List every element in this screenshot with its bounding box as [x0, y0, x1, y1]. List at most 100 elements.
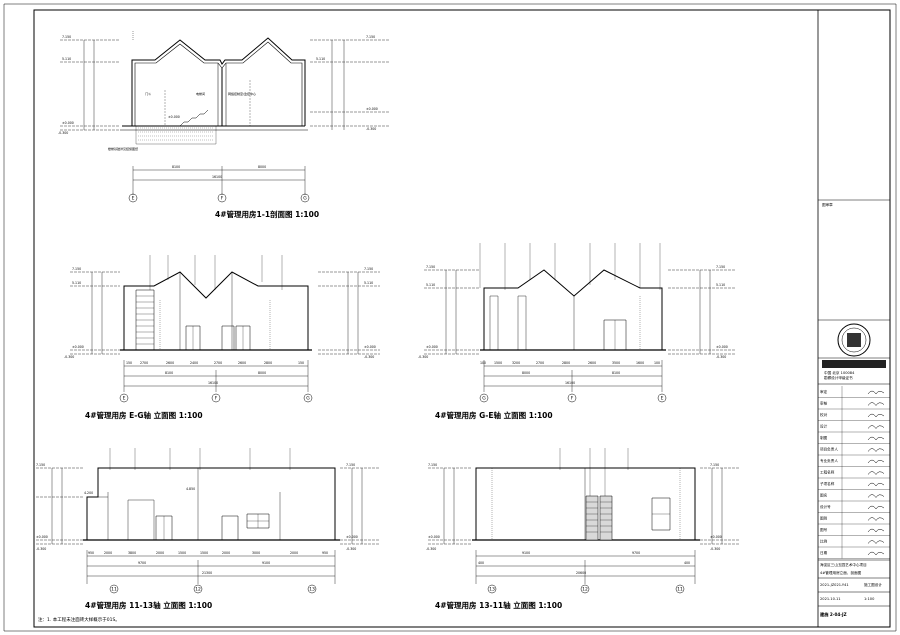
- drawing-title: 4#管理用房 11-13轴 立面图 1:100: [85, 600, 212, 610]
- signature-icon: [868, 414, 884, 417]
- dimension: 9100: [522, 551, 530, 555]
- level-mark: ±0.000: [710, 535, 722, 539]
- signature-icon: [868, 529, 884, 532]
- elevation-g-e: 7.150 5.110 ±0.000 -0.300 7.150 5.110 ±0…: [418, 243, 735, 420]
- signature-icon: [868, 437, 884, 440]
- design-number: 2021-JZ021-Y41: [820, 583, 849, 587]
- dimension: 150: [298, 361, 304, 365]
- date: 2021.10.11: [820, 597, 841, 601]
- level-mark: ±0.000: [168, 115, 180, 119]
- level-mark: 4.200: [84, 491, 93, 495]
- outer-border: [4, 4, 896, 631]
- dimension: 2000: [104, 551, 112, 555]
- signature-icon: [868, 472, 884, 475]
- level-mark: 5.110: [364, 281, 373, 285]
- signature-icon: [868, 403, 884, 406]
- level-mark: 7.150: [710, 463, 719, 467]
- dimension: 21300: [202, 571, 212, 575]
- title-block-row-label: 设计: [820, 424, 828, 429]
- level-mark: ±0.000: [716, 345, 728, 349]
- signature-icon: [868, 541, 884, 544]
- dimension: 8100: [612, 371, 620, 375]
- dimension: 2600: [588, 361, 596, 365]
- signature-icon: [868, 460, 884, 463]
- axis-label: F: [215, 396, 218, 402]
- level-mark: -0.300: [58, 131, 68, 135]
- sub-project-name: 4#管理用房立面、剖面图: [820, 570, 862, 575]
- axis-label: 11: [111, 587, 117, 593]
- level-mark: -0.300: [36, 547, 46, 551]
- dimension: 150: [126, 361, 132, 365]
- signature-icon: [868, 483, 884, 486]
- level-mark: -0.300: [710, 547, 720, 551]
- level-mark: 7.150: [36, 463, 45, 467]
- title-block-row-label: 专业负责人: [820, 458, 838, 463]
- axis-label: 11: [677, 587, 683, 593]
- level-mark: 4.850: [186, 487, 195, 491]
- title-block-row-label: 子项名称: [820, 481, 835, 486]
- dimension: 2600: [238, 361, 246, 365]
- axis-label: F: [221, 196, 224, 202]
- dimension: 950: [322, 551, 328, 555]
- title-block-row-label: 日期: [820, 550, 828, 555]
- dimension: 8100: [165, 371, 173, 375]
- dimension: 16100: [212, 175, 222, 179]
- dimension: 100: [654, 361, 660, 365]
- axis-label: 13: [489, 587, 495, 593]
- title-block-row-label: 图别: [820, 516, 828, 521]
- dimension: 1600: [636, 361, 644, 365]
- level-mark: ±0.000: [428, 535, 440, 539]
- dimension: 400: [478, 561, 484, 565]
- level-mark: 7.150: [428, 463, 437, 467]
- room-label: 电梯间: [196, 91, 205, 96]
- dimension: 2800: [562, 361, 570, 365]
- dimension: 8000: [258, 371, 266, 375]
- dimension: 3800: [128, 551, 136, 555]
- level-mark: ±0.000: [364, 345, 376, 349]
- dimension: 2700: [214, 361, 222, 365]
- signature-icon: [868, 391, 884, 394]
- annotation: 楼梯基础详见结施图纸: [108, 146, 138, 151]
- scale: 1:100: [864, 597, 875, 601]
- axis-label: G: [303, 196, 307, 202]
- level-mark: 5.110: [62, 57, 71, 61]
- footnote: 注：1. 本工程未注面砖大样概示于01S。: [38, 616, 120, 623]
- dimension: 3500: [612, 361, 620, 365]
- level-mark: -0.300: [364, 355, 374, 359]
- dimension: 1500: [178, 551, 186, 555]
- axis-label: G: [482, 396, 486, 402]
- section-1-1: 门斗 电梯间 网络控制室/监控中心 7.150 5.110 ±0.000 -0.…: [58, 30, 390, 219]
- title-block-row-label: 审定: [820, 389, 828, 394]
- company-seal-icon: [838, 324, 870, 356]
- dimension: 9700: [632, 551, 640, 555]
- level-mark: ±0.000: [62, 121, 74, 125]
- drawing-title: 4#管理用房 G-E轴 立面图 1:100: [435, 410, 553, 420]
- level-mark: -0.300: [716, 355, 726, 359]
- signature-icon: [868, 426, 884, 429]
- dimension: 400: [684, 561, 690, 565]
- dimension: 2600: [166, 361, 174, 365]
- dimension: 8000: [522, 371, 530, 375]
- dimension: 2000: [290, 551, 298, 555]
- project-name: 海淀区三山五园艺术中心项目: [820, 562, 867, 567]
- seal-box-label: 图审章: [822, 202, 833, 207]
- level-mark: 7.150: [364, 267, 373, 271]
- level-mark: ±0.000: [36, 535, 48, 539]
- level-mark: 7.150: [72, 267, 81, 271]
- level-mark: 7.150: [716, 265, 725, 269]
- level-mark: -0.300: [418, 355, 428, 359]
- axis-label: 12: [582, 587, 588, 593]
- title-block-row-label: 比例: [820, 539, 828, 544]
- elevation-13-11: 7.150 ±0.000 -0.300 7.150 ±0.000 -0.300 …: [426, 448, 740, 610]
- level-mark: 5.110: [316, 57, 325, 61]
- level-mark: 5.110: [426, 283, 435, 287]
- dimension: 2000: [156, 551, 164, 555]
- signature-icon: [868, 449, 884, 452]
- dimension: 1500: [200, 551, 208, 555]
- level-mark: ±0.000: [72, 345, 84, 349]
- room-label: 网络控制室/监控中心: [228, 91, 256, 96]
- axis-label: 13: [309, 587, 315, 593]
- level-mark: 7.150: [366, 35, 375, 39]
- dimension: 2700: [536, 361, 544, 365]
